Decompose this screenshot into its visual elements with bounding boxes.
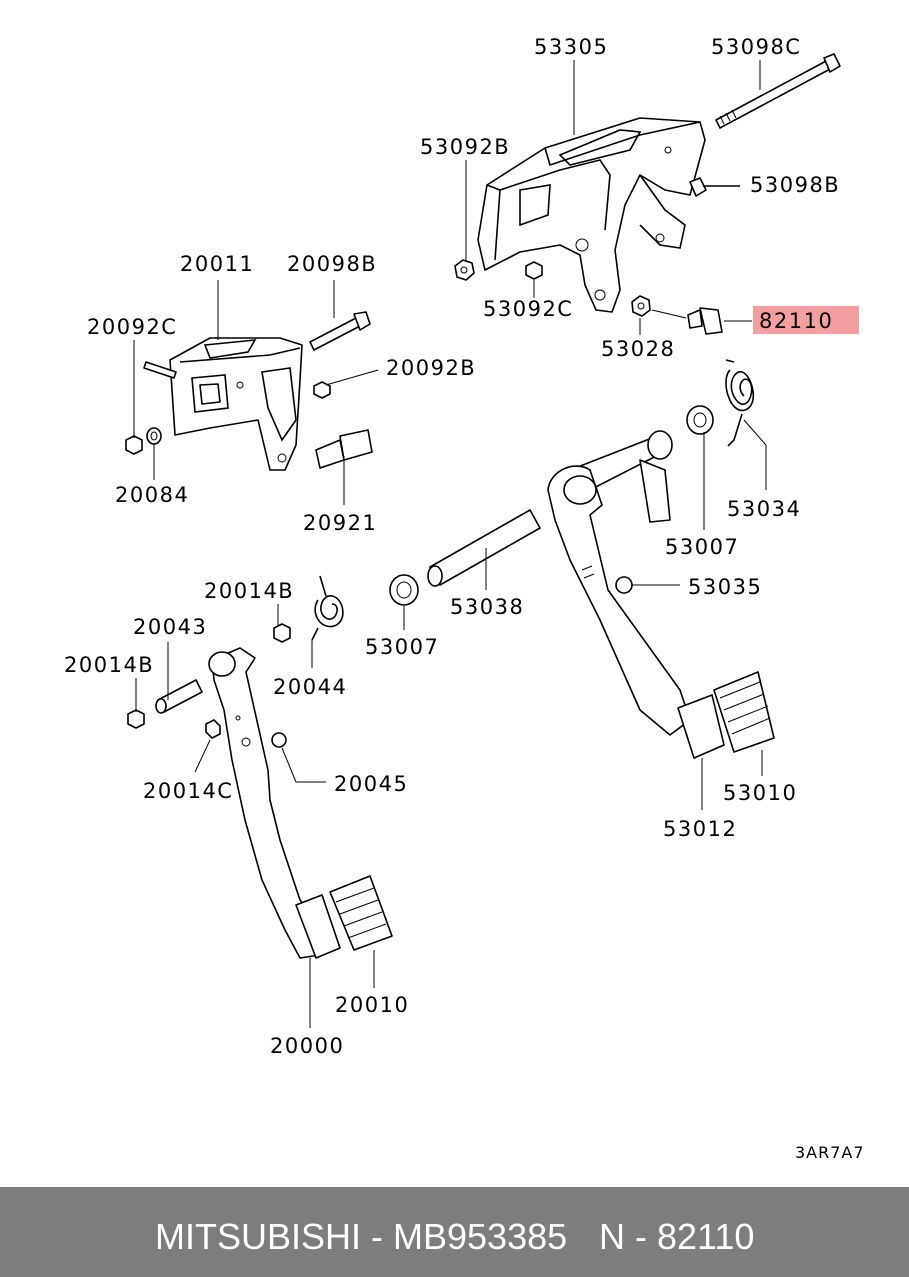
bushing-53007-lower bbox=[389, 574, 419, 606]
label-82110: 82110 bbox=[759, 309, 833, 333]
bracket-53305 bbox=[477, 117, 706, 313]
label-20000: 20000 bbox=[270, 1034, 344, 1058]
switch-82110 bbox=[651, 307, 723, 335]
label-20011: 20011 bbox=[180, 252, 254, 276]
leader-lines bbox=[133, 60, 767, 1028]
label-53038: 53038 bbox=[450, 595, 524, 619]
pedal-pad-20010 bbox=[329, 875, 393, 951]
label-53028: 53028 bbox=[601, 337, 675, 361]
pin-20043 bbox=[155, 679, 203, 714]
label-53007-upper: 53007 bbox=[665, 535, 739, 559]
shaft-53038 bbox=[427, 509, 541, 587]
nut-53092C bbox=[525, 261, 543, 280]
label-20014C: 20014C bbox=[143, 779, 233, 803]
label-53092B: 53092B bbox=[420, 135, 510, 159]
drawing-code: 3AR7A7 bbox=[795, 1143, 865, 1162]
pedal-20000 bbox=[208, 647, 341, 959]
footer-reference: N - 82110 bbox=[599, 1216, 755, 1257]
label-20044: 20044 bbox=[273, 675, 347, 699]
bolt-20098B bbox=[309, 311, 371, 351]
highlight-box bbox=[753, 306, 859, 334]
label-53092C: 53092C bbox=[483, 297, 573, 321]
label-20092B: 20092B bbox=[386, 356, 476, 380]
label-53035: 53035 bbox=[688, 575, 762, 599]
nut-53028 bbox=[631, 295, 651, 317]
label-53010: 53010 bbox=[723, 781, 797, 805]
bolt-53098B bbox=[689, 177, 740, 197]
ring-20045 bbox=[271, 732, 287, 748]
part-labels: 53305 53098C 53092B 53098B 53092C 53028 … bbox=[64, 35, 865, 1162]
label-20014B-lower: 20014B bbox=[64, 653, 154, 677]
label-53034: 53034 bbox=[727, 497, 801, 521]
nut-53092B bbox=[454, 259, 475, 281]
bracket-20011 bbox=[169, 337, 303, 471]
label-53098B: 53098B bbox=[750, 173, 840, 197]
ring-53035 bbox=[615, 576, 633, 594]
nut-20014B-upper bbox=[273, 623, 291, 643]
bushing-53007-upper bbox=[686, 405, 714, 435]
stud-20092C bbox=[143, 361, 177, 379]
label-20098B: 20098B bbox=[287, 252, 377, 276]
nut-20092B bbox=[313, 381, 331, 399]
spring-20044 bbox=[311, 575, 344, 641]
label-53098C: 53098C bbox=[711, 35, 801, 59]
nut-20084 bbox=[125, 427, 162, 455]
label-53012: 53012 bbox=[663, 817, 737, 841]
label-20043: 20043 bbox=[133, 615, 207, 639]
pedal-pad-53010 bbox=[713, 671, 775, 753]
footer-part-number: MITSUBISHI - MB953385 bbox=[155, 1216, 568, 1257]
spring-53034 bbox=[725, 359, 755, 447]
pedal-53012 bbox=[547, 430, 725, 759]
label-20921: 20921 bbox=[303, 511, 377, 535]
label-53007-lower: 53007 bbox=[365, 635, 439, 659]
label-20010: 20010 bbox=[335, 993, 409, 1017]
label-20045: 20045 bbox=[334, 772, 408, 796]
nut-20014B-lower bbox=[127, 709, 145, 729]
footer-bar: MITSUBISHI - MB953385 N - 82110 bbox=[0, 1187, 909, 1277]
label-20084: 20084 bbox=[115, 483, 189, 507]
bolt-53098C bbox=[715, 53, 841, 129]
nut-20014C bbox=[205, 719, 221, 739]
label-20014B-upper: 20014B bbox=[204, 579, 294, 603]
label-53305: 53305 bbox=[534, 35, 608, 59]
parts-diagram: 53305 53098C 53092B 53098B 53092C 53028 … bbox=[64, 35, 865, 1162]
label-20092C: 20092C bbox=[87, 315, 177, 339]
